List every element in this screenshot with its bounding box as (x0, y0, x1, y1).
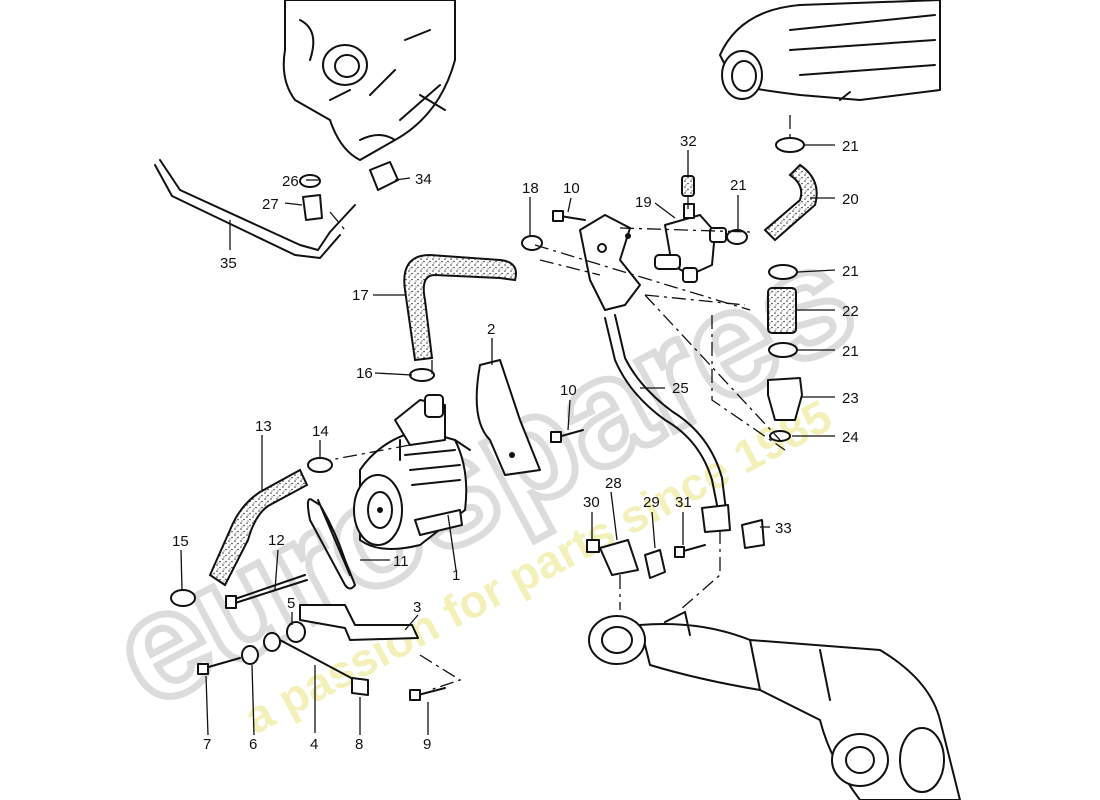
callout-33: 33 (775, 520, 792, 537)
leader-lines (180, 144, 836, 736)
callout-8: 8 (355, 736, 363, 753)
callout-32: 32 (680, 133, 697, 150)
callout-21-low: 21 (842, 343, 859, 360)
pipe-25 (604, 314, 727, 511)
callout-31: 31 (675, 494, 692, 511)
callout-28: 28 (605, 475, 622, 492)
callout-18: 18 (522, 180, 539, 197)
callout-4: 4 (310, 736, 318, 753)
hose-clamps (170, 137, 805, 607)
callout-21-mid: 21 (842, 263, 859, 280)
callout-3: 3 (413, 599, 421, 616)
callout-22: 22 (842, 303, 859, 320)
callout-26: 26 (282, 173, 299, 190)
pipe-35 (154, 159, 341, 259)
callout-30: 30 (583, 494, 600, 511)
callout-16: 16 (356, 365, 373, 382)
callout-15: 15 (172, 533, 189, 550)
callout-29: 29 (643, 494, 660, 511)
hose-17 (403, 253, 517, 362)
callout-17: 17 (352, 287, 369, 304)
hose-13 (208, 468, 309, 587)
callout-2: 2 (487, 321, 495, 338)
callout-numbers: 1 2 3 4 5 6 7 8 9 10 10 11 12 13 14 15 1… (172, 133, 859, 753)
hose-20 (763, 163, 818, 242)
engine-block-illustration (282, 0, 456, 161)
callout-5: 5 (287, 595, 295, 612)
assembly-lines (329, 115, 791, 691)
callout-34: 34 (415, 171, 432, 188)
adjusting-bracket (299, 604, 419, 641)
callout-12: 12 (268, 532, 285, 549)
callout-13: 13 (255, 418, 272, 435)
callout-10-lower: 10 (560, 382, 577, 399)
hose-32 (681, 175, 695, 197)
callout-27: 27 (262, 196, 279, 213)
hose-22 (767, 287, 797, 334)
callout-23: 23 (842, 390, 859, 407)
callout-19: 19 (635, 194, 652, 211)
callout-21-top: 21 (842, 138, 859, 155)
washer-24 (769, 430, 791, 442)
callout-9: 9 (423, 736, 431, 753)
fasteners (197, 161, 765, 701)
mounting-plate (475, 359, 541, 476)
callout-6: 6 (249, 736, 257, 753)
callout-10-upper: 10 (563, 180, 580, 197)
callout-21-valve: 21 (730, 177, 747, 194)
exhaust-pipe-illustration (588, 611, 961, 800)
air-pump-illustration (353, 394, 471, 550)
callout-7: 7 (203, 736, 211, 753)
fitting-23 (767, 377, 803, 421)
callout-25: 25 (672, 380, 689, 397)
callout-11: 11 (393, 553, 409, 570)
callout-14: 14 (312, 423, 329, 440)
callout-35: 35 (220, 255, 237, 272)
callout-24: 24 (842, 429, 859, 446)
callout-1: 1 (452, 567, 460, 584)
intake-housing-illustration (719, 0, 941, 101)
drive-belt (306, 498, 356, 590)
callout-20: 20 (842, 191, 859, 208)
